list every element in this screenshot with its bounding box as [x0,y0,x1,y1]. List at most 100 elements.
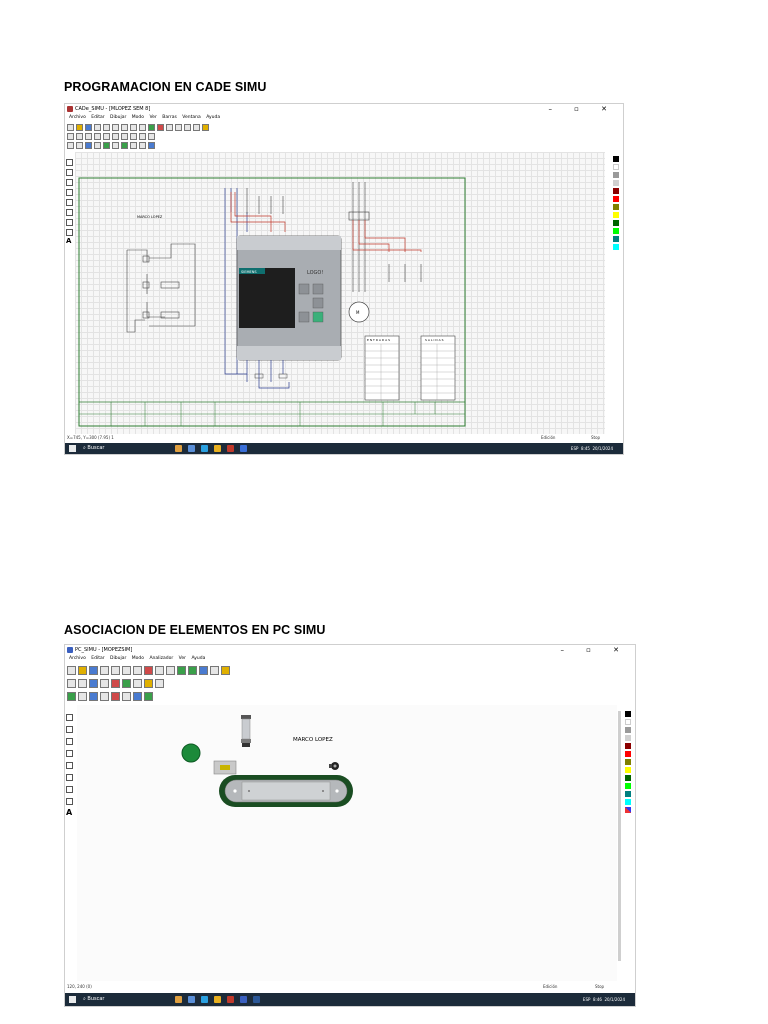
menu-item-analizador[interactable]: Analizador [149,656,174,661]
cade-drawing-canvas[interactable]: MARCO LOPEZ SIEMENS LOGO! [75,152,605,434]
color-swatch[interactable] [625,751,631,757]
stop-icon[interactable] [157,123,164,131]
color-swatch[interactable] [625,735,631,741]
taskbar-app-icon[interactable] [240,445,247,452]
contact-no-icon[interactable] [67,132,74,140]
component-icon[interactable] [103,141,110,149]
component-icon[interactable] [94,141,101,149]
ellipse-icon[interactable] [66,750,73,757]
counter-icon[interactable] [103,132,110,140]
component-icon[interactable] [112,141,119,149]
paint-bucket-icon[interactable] [66,786,73,793]
menu-item-ayuda[interactable]: Ayuda [206,115,221,120]
rectangle-icon[interactable] [66,738,73,745]
component-icon[interactable] [111,679,120,688]
paste-icon[interactable] [122,666,131,675]
color-swatch[interactable] [613,180,619,186]
cut-icon[interactable] [103,123,110,131]
copy-icon[interactable] [111,666,120,675]
help-icon[interactable] [221,666,230,675]
component-icon[interactable] [67,679,76,688]
color-swatch[interactable] [625,767,631,773]
menu-item-modo[interactable]: Modo [131,115,145,120]
window-controls[interactable]: – ▫ ✕ [560,646,629,654]
fuse-icon[interactable] [130,132,137,140]
component-icon[interactable] [188,666,197,675]
component-icon[interactable] [199,666,208,675]
color-swatch[interactable] [613,236,619,242]
menu-item-archivo[interactable]: Archivo [69,656,86,661]
paint-bucket-icon[interactable] [66,219,73,226]
copy-icon[interactable] [112,123,119,131]
help-icon[interactable] [202,123,209,131]
component-icon[interactable] [144,679,153,688]
new-file-icon[interactable] [67,666,76,675]
menu-item-ayuda[interactable]: Ayuda [191,656,206,661]
motor-icon[interactable] [121,132,128,140]
grid-icon[interactable] [155,666,164,675]
menu-item-archivo[interactable]: Archivo [69,115,86,120]
lamp-icon[interactable] [112,132,119,140]
color-swatch[interactable] [613,228,619,234]
color-swatch[interactable] [613,204,619,210]
color-swatch[interactable] [625,711,631,717]
component-icon[interactable] [122,679,131,688]
undo-icon[interactable] [133,666,142,675]
play-icon[interactable] [148,123,155,131]
color-swatch[interactable] [613,164,619,170]
pointer-icon[interactable] [66,714,73,721]
color-swatch[interactable] [613,196,619,202]
open-folder-icon[interactable] [76,123,83,131]
save-icon[interactable] [85,123,92,131]
taskbar-search[interactable]: ⌕ Buscar [83,445,105,451]
word-icon[interactable] [253,996,260,1003]
taskbar-app-icon[interactable] [188,445,195,452]
component-icon[interactable] [111,692,120,701]
switch-icon[interactable] [148,132,155,140]
color-swatch[interactable] [613,156,619,162]
paste-icon[interactable] [121,123,128,131]
text-tool-icon[interactable]: A [66,808,73,817]
pencil-icon[interactable] [66,229,73,236]
component-icon[interactable] [133,692,142,701]
color-swatch[interactable] [625,775,631,781]
component-icon[interactable] [155,679,164,688]
cade-simu-taskbar-icon[interactable] [227,996,234,1003]
component-icon[interactable] [67,141,74,149]
color-swatch[interactable] [625,799,631,805]
menu-item-ventana[interactable]: Ventana [182,115,201,120]
fill-icon[interactable] [66,199,73,206]
color-swatch[interactable] [625,783,631,789]
taskbar-app-icon[interactable] [188,996,195,1003]
timer-icon[interactable] [94,132,101,140]
windows-start-icon[interactable] [69,445,76,452]
stop-icon[interactable] [144,666,153,675]
color-swatch[interactable] [613,212,619,218]
zoom-in-icon[interactable] [175,123,182,131]
relay-icon[interactable] [139,132,146,140]
rectangle-icon[interactable] [66,179,73,186]
circle-icon[interactable] [66,774,73,781]
menu-item-editar[interactable]: Editar [91,656,105,661]
save-icon[interactable] [89,666,98,675]
edge-icon[interactable] [201,445,208,452]
color-swatch[interactable] [625,719,631,725]
edge-icon[interactable] [201,996,208,1003]
redo-icon[interactable] [139,123,146,131]
color-swatch[interactable] [625,743,631,749]
taskbar-app-icon[interactable] [175,445,182,452]
component-icon[interactable] [177,666,186,675]
component-icon[interactable] [130,141,137,149]
component-icon[interactable] [122,692,131,701]
undo-icon[interactable] [130,123,137,131]
custom-color-icon[interactable] [625,807,631,813]
component-icon[interactable] [78,692,87,701]
component-icon[interactable] [144,692,153,701]
menu-item-dibujar[interactable]: Dibujar [110,656,127,661]
component-icon[interactable] [100,679,109,688]
vertical-scrollbar[interactable] [618,711,621,961]
cade-simu-taskbar-icon[interactable] [227,445,234,452]
zoom-out-icon[interactable] [184,123,191,131]
print-icon[interactable] [94,123,101,131]
menu-item-ver[interactable]: Ver [178,656,187,661]
